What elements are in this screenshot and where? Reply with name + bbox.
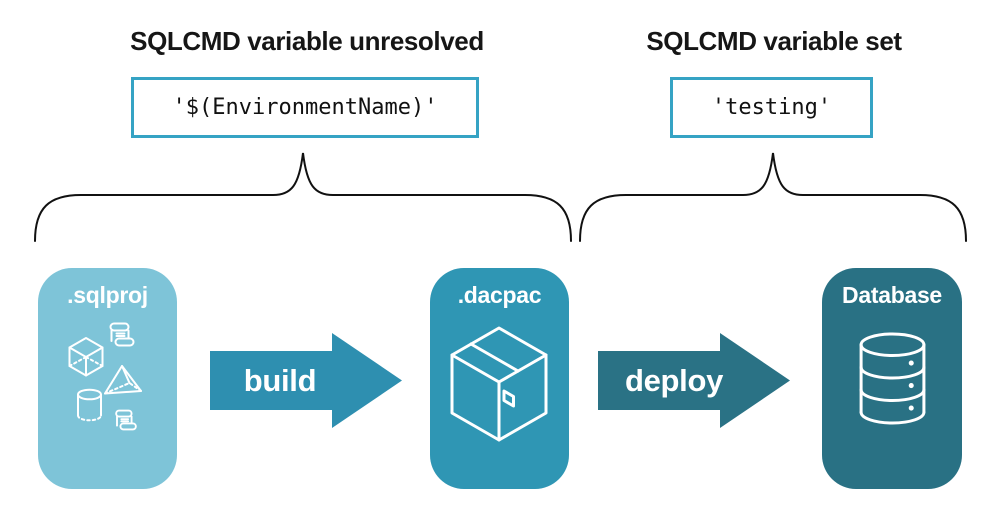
pyramid-icon <box>104 365 142 395</box>
stage-database: Database <box>822 268 962 489</box>
heading-variable-set: SQLCMD variable set <box>646 26 902 56</box>
stage-sqlproj-label: .sqlproj <box>67 282 148 308</box>
stage-sqlproj: .sqlproj <box>38 268 177 489</box>
cube-icon <box>68 337 104 377</box>
deploy-arrow <box>598 333 790 428</box>
sql-script-scroll-icon <box>115 409 137 431</box>
left-brace <box>34 152 572 242</box>
build-arrow-shape <box>210 333 402 428</box>
sql-script-scroll-icon <box>109 322 135 347</box>
build-arrow-label: build <box>243 362 317 398</box>
stage-dacpac-label: .dacpac <box>457 282 542 308</box>
stage-database-label: Database <box>842 282 942 308</box>
database-cylinder-icon <box>859 332 926 425</box>
right-brace <box>579 152 967 242</box>
deploy-arrow-shape <box>598 333 790 428</box>
sql-project-objects-icon <box>58 318 163 443</box>
heading-variable-unresolved: SQLCMD variable unresolved <box>130 26 484 56</box>
code-box-environment-name: '$(EnvironmentName)' <box>131 77 479 138</box>
stage-dacpac: .dacpac <box>430 268 569 489</box>
code-box-testing: 'testing' <box>670 77 873 138</box>
deploy-arrow-label: deploy <box>624 362 724 398</box>
package-box-icon <box>450 326 548 442</box>
build-arrow <box>210 333 402 428</box>
cylinder-icon <box>77 388 102 422</box>
